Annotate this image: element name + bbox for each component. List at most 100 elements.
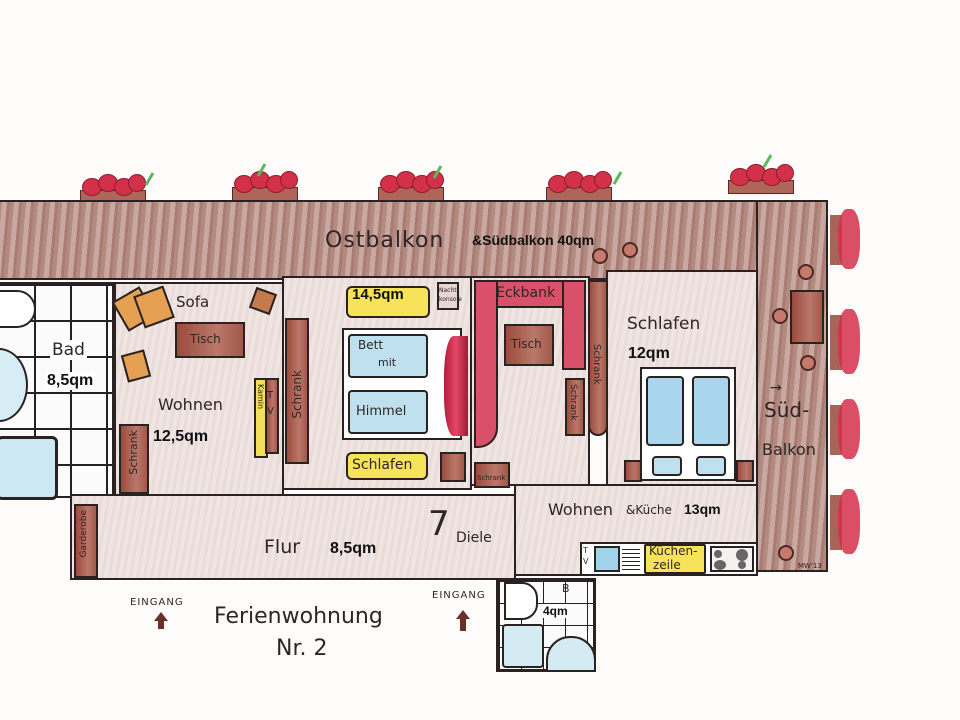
balcony-chair — [772, 308, 788, 324]
wc-sink — [546, 636, 596, 672]
bed-left — [646, 376, 684, 446]
hallway-name: Flur — [264, 536, 301, 558]
corner-bench-label: Eckbank — [496, 285, 556, 301]
canopy-curtain — [444, 336, 468, 436]
balcony-chair — [592, 248, 608, 264]
burner-icon — [714, 550, 722, 558]
fireplace-label: Kamin — [256, 384, 265, 410]
entrance-label-2: EINGANG — [432, 590, 486, 601]
sofa-label: Sofa — [176, 293, 210, 311]
bedroom-1-name: Schlafen — [352, 457, 413, 473]
plan-subtitle: Nr. 2 — [276, 636, 328, 661]
living-table-label: Tisch — [190, 332, 221, 346]
wc-label: B — [562, 582, 570, 595]
living-kitchen-name: Wohnen — [548, 500, 613, 519]
nightstand-right — [736, 460, 754, 482]
south-balcony-label: Balkon — [762, 440, 816, 459]
bathroom-name: Bad — [50, 340, 87, 360]
flower-box — [220, 163, 310, 201]
balcony-chair — [800, 355, 816, 371]
dining-cabinet — [565, 378, 585, 436]
living-kitchen-suffix: &Küche — [626, 503, 672, 517]
pillow-left — [652, 456, 682, 476]
tv-label: TV — [267, 390, 274, 417]
flower-box — [534, 167, 624, 201]
nightstand-label: Nacht-konsole — [439, 287, 462, 303]
hallway-area: 8,5qm — [330, 540, 377, 557]
bed-right — [692, 376, 730, 446]
living-cabinet — [119, 424, 149, 494]
tv — [265, 378, 279, 454]
balcony-chair — [622, 242, 638, 258]
entrance-arrow-icon-2 — [456, 610, 470, 631]
balcony-chair — [798, 264, 814, 280]
wc-toilet — [504, 582, 538, 620]
dish-rack — [622, 546, 640, 572]
bedroom-2-area: 12qm — [628, 345, 670, 362]
burner-icon — [736, 549, 748, 561]
flower-box — [68, 170, 158, 204]
living-kitchen-area: 13qm — [684, 501, 721, 517]
flower-box — [366, 165, 456, 201]
balcony-chair — [778, 545, 794, 561]
hallway — [70, 494, 516, 580]
kitchen-unit — [644, 544, 706, 574]
kitchen-tv-label: TV — [583, 546, 589, 566]
bedroom-1-cabinet-label: Schrank — [290, 370, 304, 419]
bed-label-2: mit — [378, 356, 397, 369]
bedroom-1-area: 14,5qm — [352, 286, 404, 303]
dining-table — [504, 324, 554, 366]
entrance-arrow-icon-1 — [154, 612, 168, 629]
flower-box-side — [830, 395, 862, 465]
bed-label-1: Bett — [358, 338, 384, 352]
dining-table-label: Tisch — [511, 337, 542, 351]
burner-icon — [714, 560, 726, 570]
nightstand-left — [624, 460, 642, 482]
canopy-bed-top — [348, 334, 428, 378]
bedroom-2-cabinet-label: Schrank — [591, 344, 602, 385]
shower — [0, 436, 58, 500]
east-balcony-label: Ostbalkon — [325, 228, 445, 253]
nightstand — [437, 282, 459, 310]
artist-signature: MW'13 — [798, 562, 822, 570]
bedroom-1-cabinet — [285, 318, 309, 464]
east-balcony — [0, 200, 828, 280]
flower-box — [716, 154, 806, 194]
balcony-area-label: &Südbalkon 40qm — [472, 232, 595, 248]
living-room-name: Wohnen — [158, 395, 223, 414]
hallway-seven: 7 — [428, 504, 450, 544]
bedroom-1-area-badge — [346, 286, 430, 318]
flower-box-side — [830, 305, 862, 380]
toilet — [0, 290, 36, 328]
bed-label-3: Himmel — [356, 404, 407, 419]
bathroom-area: 8,5qm — [45, 372, 96, 390]
corner-bench-side — [562, 280, 586, 370]
balcony-table — [790, 290, 824, 344]
living-room-area: 12,5qm — [153, 428, 209, 445]
living-table — [175, 322, 245, 358]
south-balcony-arrow: → — [770, 380, 782, 396]
entrance-label-1: EINGANG — [130, 597, 184, 608]
burner-icon — [738, 561, 746, 569]
bedroom-1-name-badge — [346, 452, 428, 480]
foyer-label: Diele — [456, 530, 492, 546]
stove — [710, 546, 754, 572]
flower-box-side — [830, 485, 862, 560]
corner-bench-side — [474, 280, 498, 448]
wardrobe-label: Garderobe — [79, 510, 89, 558]
canopy-bed-bottom — [348, 390, 428, 434]
pillow-right — [696, 456, 726, 476]
kitchen-label-2: zeile — [653, 558, 681, 572]
south-balcony-label: Süd- — [764, 398, 810, 422]
wardrobe — [74, 504, 98, 578]
dining-cabinet-corner — [474, 462, 510, 488]
bedroom-2-name: Schlafen — [627, 314, 701, 334]
bedroom-1-dresser — [440, 452, 466, 482]
flower-box-side — [830, 205, 862, 275]
dining-cabinet-corner-label: Schrank — [477, 474, 506, 482]
kitchen-label-1: Küchen- — [649, 544, 698, 558]
kitchen-sink — [594, 546, 620, 572]
dining-cabinet-label: Schrank — [568, 384, 578, 421]
living-cabinet-label: Schrank — [127, 430, 140, 475]
wc-area: 4qm — [543, 604, 568, 618]
